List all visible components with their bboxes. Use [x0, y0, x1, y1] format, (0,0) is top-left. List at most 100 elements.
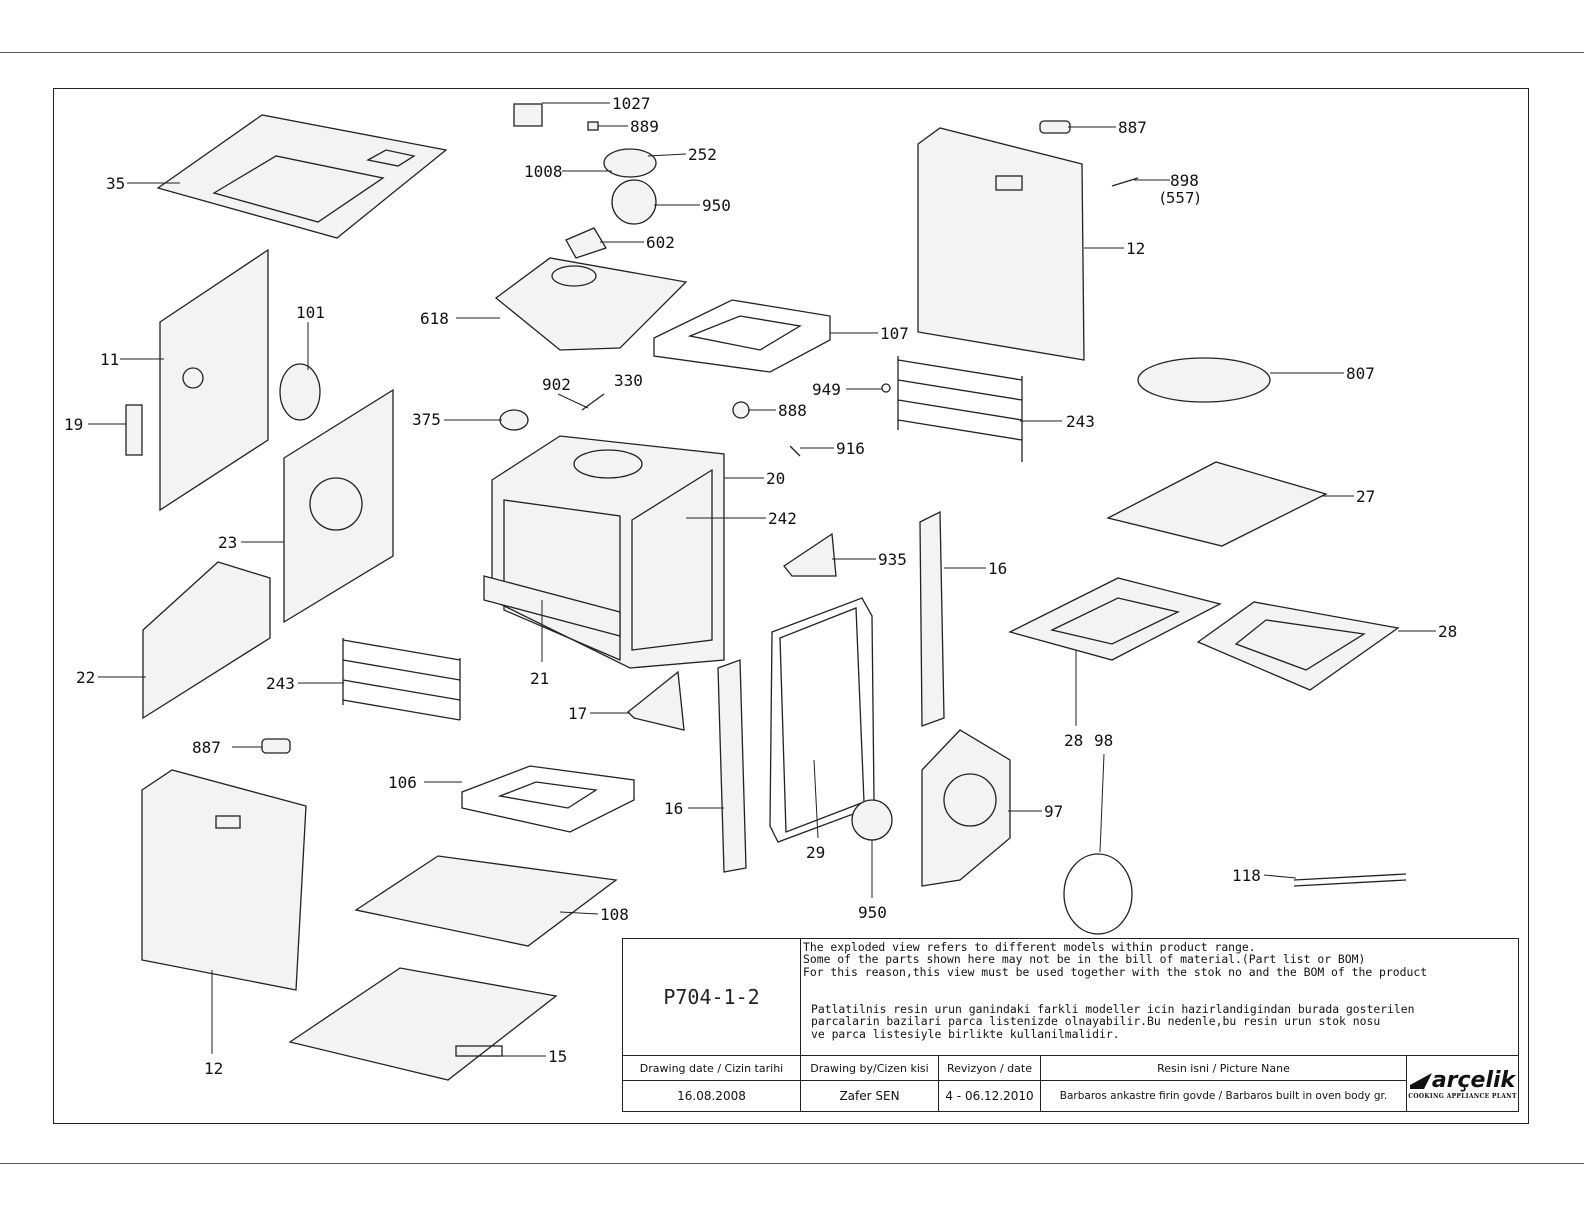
callout-330: 330	[614, 371, 643, 390]
revision-cell: Revizyon / date 4 - 06.12.2010	[939, 1056, 1041, 1112]
part-950-fan-top	[611, 179, 657, 225]
callout-27: 27	[1356, 487, 1375, 506]
part-950-fan-bottom	[851, 799, 893, 841]
part-35-vent	[366, 149, 416, 167]
callout-243-left: 243	[266, 674, 295, 693]
drawn-by-label: Drawing by/Cizen kisi	[801, 1056, 938, 1081]
part-97-fan-cover	[921, 729, 1011, 887]
title-block-info-row: Drawing date / Cizin tarihi 16.08.2008 D…	[623, 1055, 1518, 1112]
logo-subtitle: COOKING APPLIANCE PLANT	[1408, 1093, 1517, 1100]
logo-wordmark: arçelik	[1431, 1068, 1516, 1093]
picture-name-cell: Resin isni / Picture Nane Barbaros ankas…	[1041, 1056, 1407, 1112]
drawing-date-label: Drawing date / Cizin tarihi	[623, 1056, 800, 1081]
callout-935: 935	[878, 550, 907, 569]
part-916-probe	[789, 445, 801, 457]
callout-618: 618	[420, 309, 449, 328]
callout-16-right: 16	[988, 559, 1007, 578]
title-block: P704-1-2 The exploded view refers to dif…	[622, 938, 1519, 1112]
part-16-rail-right	[919, 510, 945, 727]
part-17-hinge-bracket	[627, 670, 685, 731]
part-15-base-plate	[288, 967, 558, 1081]
revision-value: 4 - 06.12.2010	[945, 1089, 1034, 1103]
part-22-insulation	[142, 561, 271, 720]
callout-28-right: 28	[1438, 622, 1457, 641]
part-35-cutout	[212, 155, 385, 223]
callout-949: 949	[812, 380, 841, 399]
part-28-tray-left-inner	[1050, 597, 1180, 645]
part-19-switch	[125, 404, 143, 456]
callout-888: 888	[778, 401, 807, 420]
callout-17: 17	[568, 704, 587, 723]
part-98-ring-element	[1063, 853, 1133, 935]
callout-97: 97	[1044, 802, 1063, 821]
callout-23: 23	[218, 533, 237, 552]
callout-1027: 1027	[612, 94, 651, 113]
callout-28-left: 28	[1064, 731, 1083, 750]
part-16-rail-left	[717, 659, 747, 873]
part-243-left-rack	[342, 638, 461, 721]
callout-108: 108	[600, 905, 629, 924]
revision-label: Revizyon / date	[939, 1056, 1040, 1081]
callout-887-top: 887	[1118, 118, 1147, 137]
part-807-round-dish	[1137, 357, 1271, 403]
callout-16-left: 16	[664, 799, 683, 818]
part-375-lamp	[499, 409, 529, 431]
callout-916: 916	[836, 439, 865, 458]
part-898-clamp	[1111, 177, 1139, 187]
notes-area: The exploded view refers to different mo…	[801, 939, 1518, 1055]
note-tr-line: Patlatilnis resin urun ganindaki farkli …	[811, 1002, 1415, 1016]
callout-21: 21	[530, 669, 549, 688]
part-12-side-panel-left	[141, 769, 307, 991]
callout-602: 602	[646, 233, 675, 252]
callout-106: 106	[388, 773, 417, 792]
callout-807: 807	[1346, 364, 1375, 383]
callout-20: 20	[766, 469, 785, 488]
part-35-top-cover	[156, 114, 448, 239]
part-602-bracket	[565, 227, 607, 259]
part-12-window-left	[215, 815, 241, 829]
part-21-front-frame	[483, 575, 621, 637]
callout-950-bottom: 950	[858, 903, 887, 922]
callout-887-left: 887	[192, 738, 221, 757]
part-108-bottom-plate	[354, 855, 618, 947]
part-106-bottom-element	[461, 765, 635, 833]
note-tr-line: parcalarin bazilari parca listenizde oln…	[811, 1014, 1381, 1029]
callout-35: 35	[106, 174, 125, 193]
note-en-line: For this reason,this view must be used t…	[803, 964, 1428, 979]
part-97-grille	[943, 773, 997, 827]
callout-29: 29	[806, 843, 825, 862]
part-1027-connector	[513, 103, 543, 127]
part-618-top-duct	[494, 257, 688, 351]
part-23-fan-ring	[309, 477, 363, 531]
callout-11: 11	[100, 350, 119, 369]
drawn-by-cell: Drawing by/Cizen kisi Zafer SEN	[801, 1056, 939, 1112]
part-107-grill-element	[653, 299, 831, 373]
drawing-date-cell: Drawing date / Cizin tarihi 16.08.2008	[623, 1056, 801, 1112]
callout-898: 898	[1170, 171, 1199, 190]
logo-swoosh-icon	[1409, 1072, 1432, 1089]
part-887-grommet-left	[261, 738, 291, 754]
callout-1008: 1008	[524, 162, 563, 181]
callout-98: 98	[1094, 731, 1113, 750]
part-902-330-clip	[581, 393, 605, 411]
part-11-rear-panel	[159, 248, 269, 512]
callout-889: 889	[630, 117, 659, 136]
note-en-line: The exploded view refers to different mo…	[803, 940, 1256, 954]
callout-12-top: 12	[1126, 239, 1145, 258]
callout-252: 252	[688, 145, 717, 164]
part-11-hole	[182, 367, 204, 389]
parts	[125, 103, 1407, 1081]
part-101-fan	[279, 363, 321, 421]
callout-375: 375	[412, 410, 441, 429]
part-618-ring	[551, 265, 597, 287]
notes-english: The exploded view refers to different mo…	[801, 940, 1428, 979]
part-15-vent	[455, 1045, 503, 1057]
part-29-door-seal-inner	[779, 607, 865, 833]
callout-950-top: 950	[702, 196, 731, 215]
part-887-grommet-top	[1039, 120, 1071, 134]
callout-101: 101	[296, 303, 325, 322]
part-27-wire-tray	[1106, 461, 1328, 547]
part-12-side-panel-right	[917, 127, 1085, 361]
callout-15: 15	[548, 1047, 567, 1066]
notes-turkish: Patlatilnis resin urun ganindaki farkli …	[809, 1002, 1415, 1041]
